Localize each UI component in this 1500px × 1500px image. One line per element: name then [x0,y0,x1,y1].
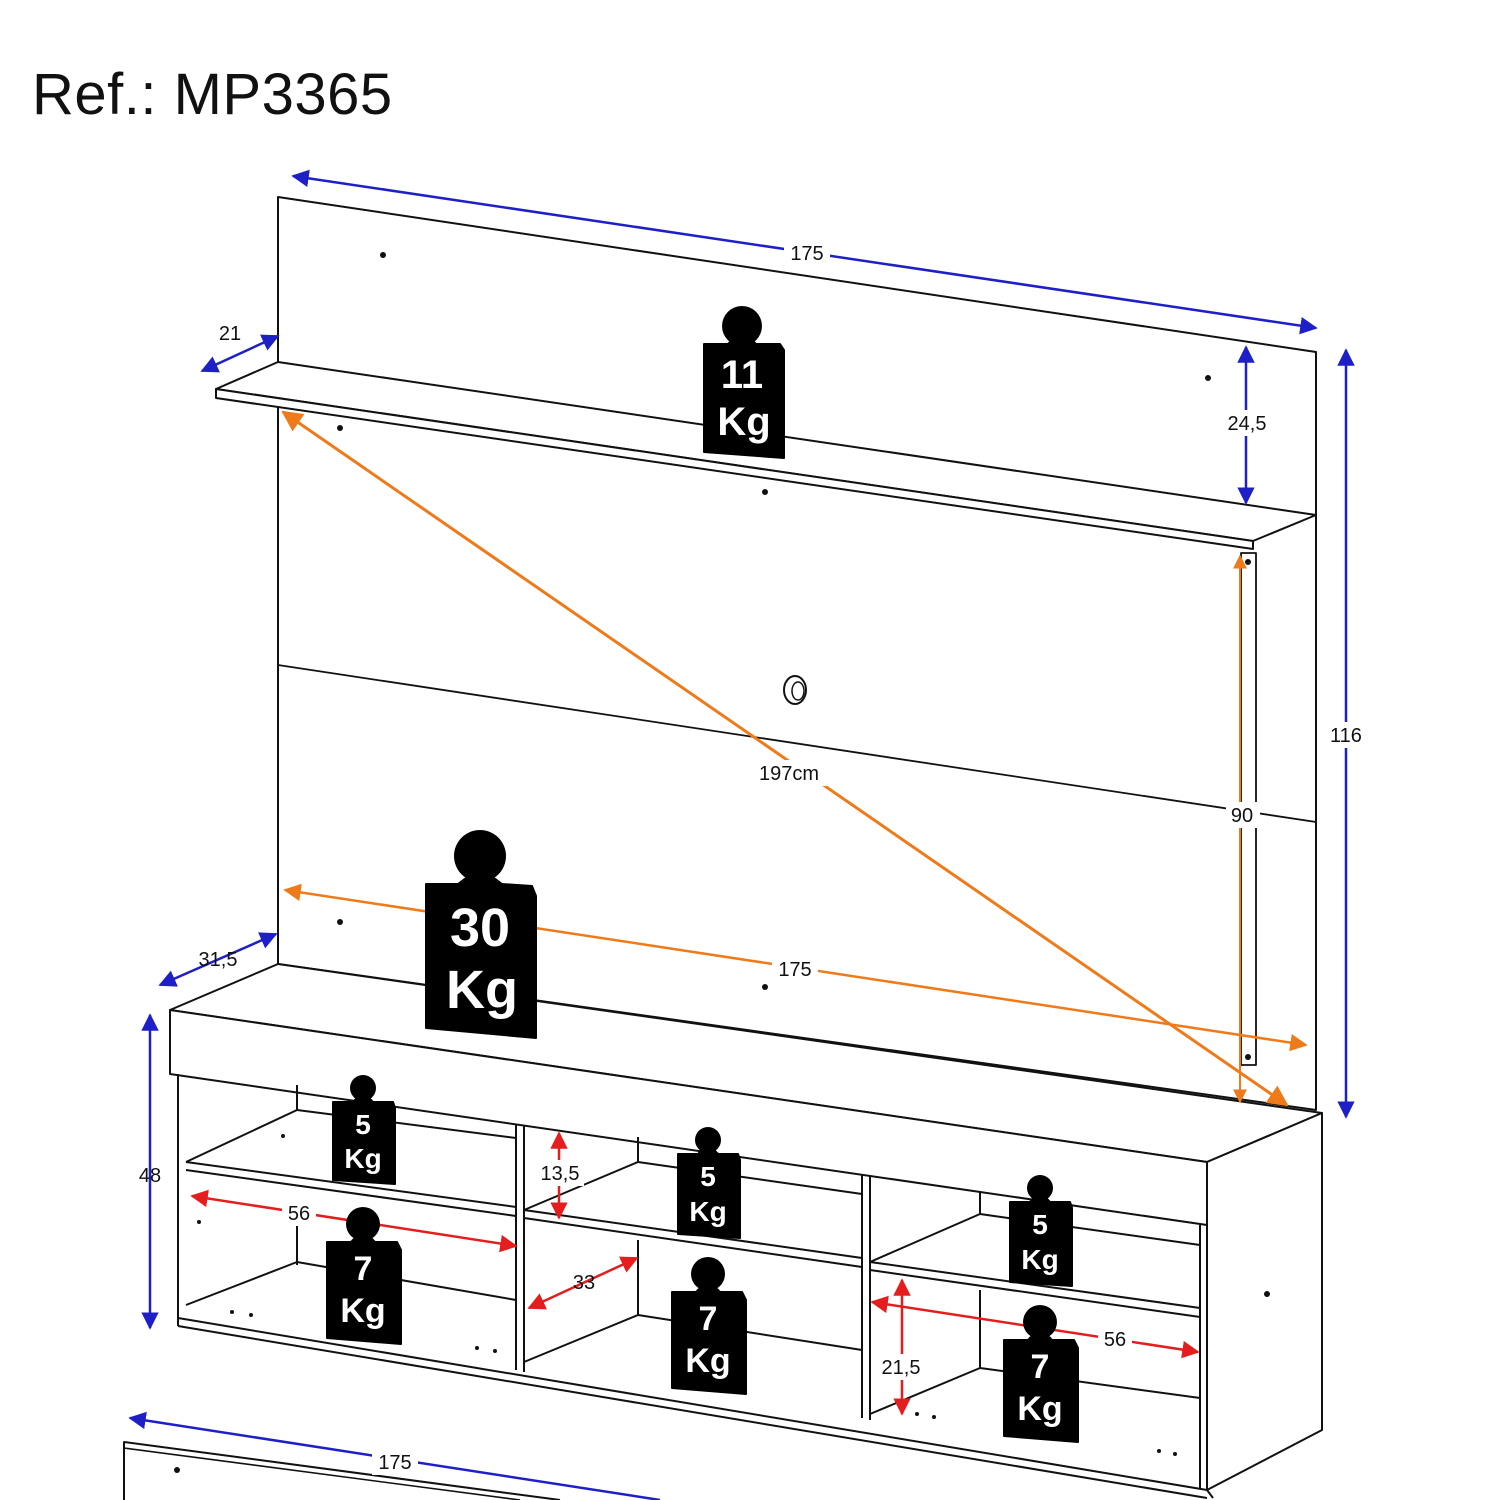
weight-icon [346,1207,380,1241]
weight-icon [722,306,762,346]
weight-unit-center-upper: Kg [689,1196,726,1227]
arrow-shelf-depth [200,334,280,373]
label-bottom-width: 175 [378,1452,411,1474]
weight-value-rack-top: 30 [450,898,510,958]
label-diagonal: 197cm [759,763,819,785]
label-niche-width-left: 56 [288,1203,310,1225]
label-niche-width-right: 56 [1104,1329,1126,1351]
label-lower-niche-height: 21,5 [882,1357,921,1379]
weight-badge-right-upper: 5 Kg [1009,1175,1073,1287]
weight-icon [454,830,506,882]
weight-unit-right-lower: Kg [1017,1390,1062,1428]
weight-badge-left-upper: 5 Kg [332,1075,396,1185]
weight-icon [1027,1175,1053,1201]
weight-icon [691,1257,725,1291]
weight-unit-center-lower: Kg [685,1342,730,1380]
weight-unit-top-shelf: Kg [717,400,770,444]
weight-value-right-upper: 5 [1032,1209,1048,1240]
weight-unit-left-lower: Kg [340,1292,385,1330]
label-panel-width: 175 [778,959,811,981]
reference-title: Ref.: MP3365 [32,62,393,127]
weight-unit-left-upper: Kg [344,1143,381,1174]
weight-value-top-shelf: 11 [721,353,763,397]
weight-badge-center-lower: 7 Kg [671,1257,747,1395]
weight-value-left-lower: 7 [354,1250,373,1288]
weight-value-center-upper: 5 [700,1161,716,1192]
weight-badge-right-lower: 7 Kg [1003,1305,1079,1443]
label-shelf-clearance: 24,5 [1228,413,1267,435]
weight-badge-rack-top: 30 Kg [425,830,537,1039]
label-niche-height: 13,5 [541,1163,580,1185]
weight-unit-right-upper: Kg [1021,1244,1058,1275]
rack-side-panel [1206,1112,1323,1491]
label-rack-height: 48 [139,1165,161,1187]
arrow-niche-depth [527,1256,639,1310]
label-niche-depth: 33 [573,1272,595,1294]
arrow-rack-depth [158,932,278,987]
weight-icon [350,1075,376,1101]
weight-badge-top-shelf: 11 Kg [703,306,785,459]
label-total-height: 116 [1330,725,1362,747]
weight-value-center-lower: 7 [699,1300,718,1338]
weight-badge-center-upper: 5 Kg [677,1127,741,1239]
label-panel-height: 90 [1231,805,1253,827]
weight-icon [1023,1305,1057,1339]
bottom-panel [123,1441,561,1500]
weight-value-left-upper: 5 [355,1109,371,1140]
label-shelf-depth: 21 [219,323,241,345]
weight-badge-left-lower: 7 Kg [326,1207,402,1345]
label-top-width: 175 [790,243,823,265]
dimension-labels: 175 21 24,5 116 197cm 90 31,5 175 48 13,… [139,240,1368,1475]
weight-value-right-lower: 7 [1031,1348,1050,1386]
weight-icon [695,1127,721,1153]
label-rack-depth: 31,5 [199,949,238,971]
weight-unit-rack-top: Kg [446,960,518,1020]
